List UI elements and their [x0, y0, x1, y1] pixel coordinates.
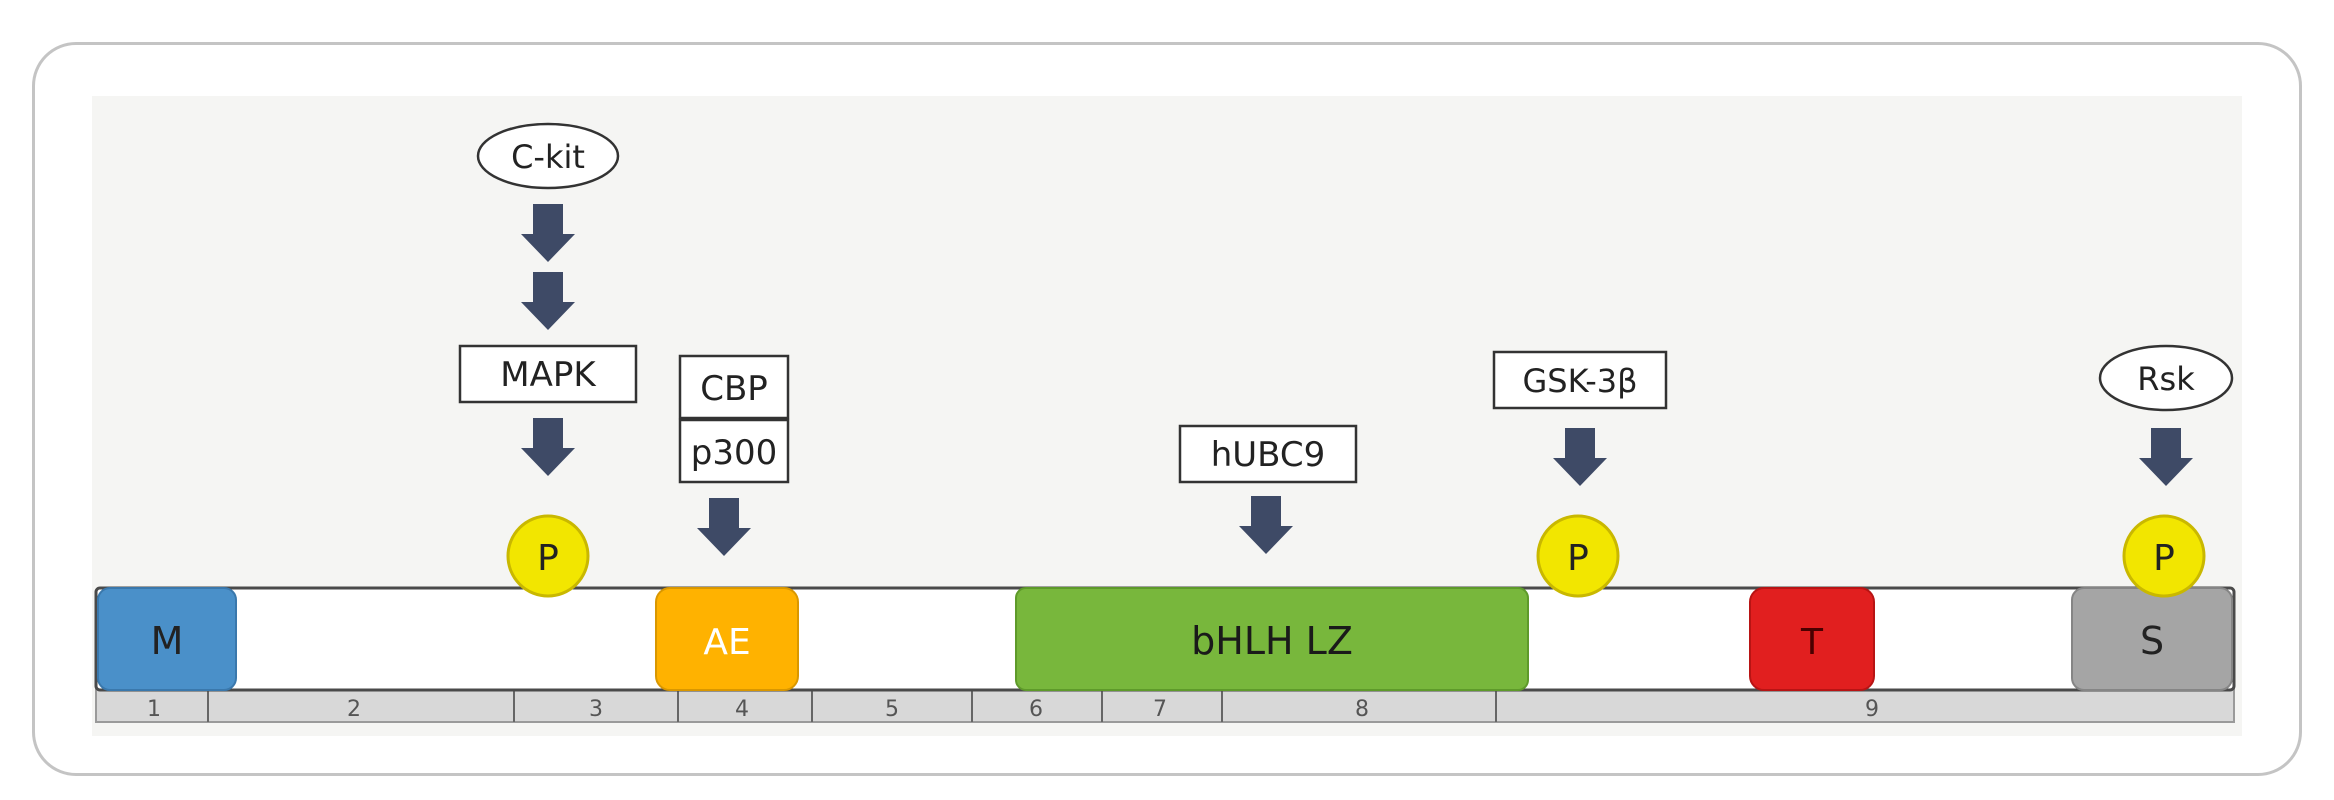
domain-m: M [97, 587, 237, 691]
mapk-label: MAPK [500, 355, 597, 395]
rsk-label: Rsk [2137, 360, 2195, 398]
gsk3b-regulator: GSK-3β [1492, 350, 1668, 486]
hubc9-regulator: hUBC9 [1178, 424, 1358, 554]
exon-number: 3 [589, 697, 603, 722]
cbp-p300-regulator: CBP p300 [678, 354, 790, 556]
hubc9-box [1178, 424, 1358, 484]
arrow-down-icon [521, 204, 575, 262]
gsk3b-box [1492, 350, 1668, 410]
domain-t-box [1749, 587, 1875, 691]
arrow-down-icon [521, 272, 575, 330]
phospho-site-gsk3b: P [1536, 514, 1620, 598]
cbp-box [678, 354, 790, 420]
exon-number: 6 [1029, 697, 1043, 722]
domain-ae-box [655, 587, 799, 691]
rsk-ellipse [2098, 344, 2234, 412]
phospho-site-rsk: P [2122, 514, 2206, 598]
domain-s-label: S [2140, 619, 2164, 663]
domain-bhlh-lz-box [1015, 587, 1529, 691]
mapk-box [458, 344, 638, 404]
rsk-regulator: Rsk [2098, 344, 2234, 486]
exon-number: 4 [735, 697, 749, 722]
domain-bhlh-lz-label: bHLH LZ [1191, 619, 1353, 663]
ckit-label: C-kit [511, 138, 585, 176]
arrow-down-icon [521, 418, 575, 476]
phospho-circle [506, 514, 590, 598]
phospho-label: P [1567, 538, 1589, 579]
phospho-label: P [537, 538, 559, 579]
domain-t: T [1749, 587, 1875, 691]
exon-number: 1 [147, 697, 161, 722]
exon-number: 8 [1355, 697, 1369, 722]
phospho-circle [1536, 514, 1620, 598]
domain-m-box [97, 587, 237, 691]
domain-s: S [2071, 587, 2233, 691]
exon-number: 5 [885, 697, 899, 722]
p300-label: p300 [691, 433, 777, 473]
phospho-circle [2122, 514, 2206, 598]
hubc9-label: hUBC9 [1211, 435, 1326, 475]
p300-box [678, 418, 790, 484]
domain-bhlh-lz: bHLH LZ [1015, 587, 1529, 691]
domain-t-label: T [1800, 622, 1824, 663]
arrow-down-icon [1239, 496, 1293, 554]
arrow-down-icon [2139, 428, 2193, 486]
gsk3b-label: GSK-3β [1522, 362, 1637, 400]
exon-number: 9 [1865, 697, 1879, 722]
arrow-down-icon [697, 498, 751, 556]
cbp-label: CBP [700, 369, 768, 409]
ckit-ellipse [476, 122, 620, 190]
arrow-down-icon [1553, 428, 1607, 486]
exon-number: 2 [347, 697, 361, 722]
phospho-site-mapk: P [506, 514, 590, 598]
domain-m-label: M [151, 619, 184, 663]
ckit-pathway: C-kit MAPK [458, 122, 638, 476]
domain-ae-label: AE [703, 622, 750, 663]
domain-ae: AE [655, 587, 799, 691]
phospho-label: P [2153, 538, 2175, 579]
exon-number: 7 [1153, 697, 1167, 722]
